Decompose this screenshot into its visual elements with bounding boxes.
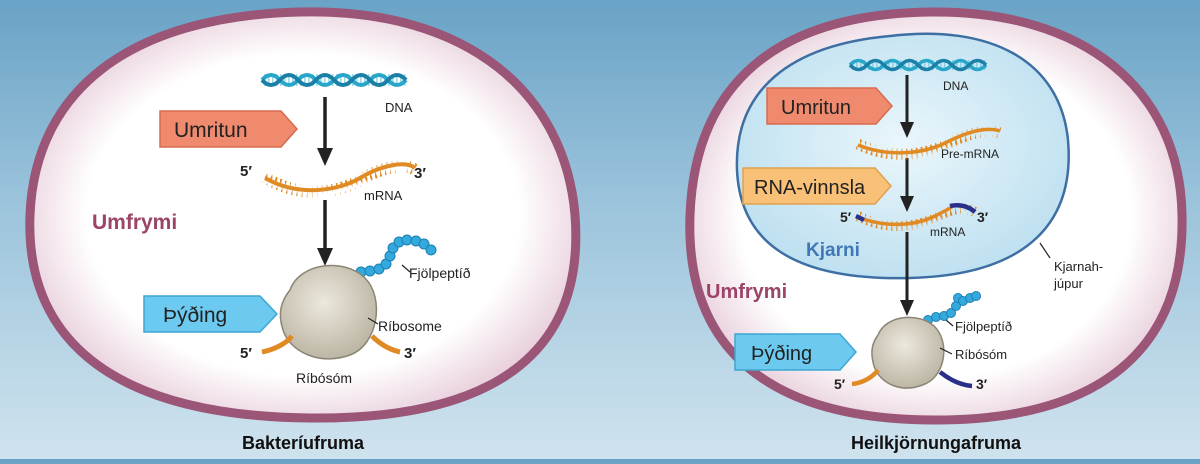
transcription-label: Umritun: [174, 119, 248, 142]
leader-line: [367, 317, 379, 325]
arrowhead-icon: [317, 148, 333, 166]
mrna-ribosome-right-icon: [938, 370, 973, 389]
three-prime-bottom-label: 3′: [976, 376, 988, 392]
mrna-ribosome-right-icon: [370, 334, 401, 355]
translation-label: Þýðing: [751, 343, 812, 365]
pre-mrna-strand-icon: [855, 125, 1002, 160]
eukaryotic-cell: Kjarni Kjarnah- júpur DNA Umritun Pre-mR…: [685, 7, 1187, 453]
three-prime-label: 3′: [414, 165, 426, 182]
bacterial-cell: DNA Umritun 5′ 3′ mRNA Umfrymi Fjölpeptí…: [25, 7, 581, 453]
ribosome-label: Ríbosome: [378, 318, 442, 334]
leader-line: [401, 264, 411, 273]
five-prime-bottom-label: 5′: [240, 345, 252, 362]
ribosome-icon: [279, 264, 378, 360]
mrna-strand-icon: [261, 160, 419, 198]
cytoplasm-label: Umfrymi: [92, 211, 177, 234]
transcription-label: Umritun: [781, 97, 851, 119]
arrowhead-icon: [900, 122, 914, 138]
nuclear-envelope-label-line2: júpur: [1053, 276, 1084, 291]
translation-label: Þýðing: [163, 304, 227, 327]
transcription-tag: Umritun: [766, 87, 894, 125]
polypeptide-label: Fjölpeptíð: [955, 319, 1012, 334]
ribosome-bottom-label: Ríbósóm: [296, 370, 352, 386]
eukaryotic-cell-caption: Heilkjörnungafruma: [851, 433, 1022, 453]
mrna-label: mRNA: [364, 188, 403, 203]
ribosome-icon: [871, 316, 945, 389]
five-prime-bottom-label: 5′: [834, 376, 846, 392]
dna-label: DNA: [385, 100, 413, 115]
leader-line: [1039, 242, 1051, 259]
three-prime-bottom-label: 3′: [404, 345, 416, 362]
nuclear-envelope-label-line1: Kjarnah-: [1054, 259, 1103, 274]
dna-helix-icon: [848, 58, 988, 72]
dna-helix-icon: [260, 73, 408, 87]
dna-label: DNA: [943, 79, 968, 93]
polypeptide-label: Fjölpeptíð: [409, 265, 471, 281]
nucleus-label: Kjarni: [806, 240, 860, 261]
translation-tag: Þýðing: [143, 295, 279, 333]
rna-processing-label: RNA-vinnsla: [754, 177, 866, 199]
arrowhead-icon: [900, 196, 914, 212]
mrna-ribosome-left-icon: [261, 334, 294, 355]
mrna-ribosome-left-icon: [851, 368, 880, 387]
transcription-tag: Umritun: [159, 110, 299, 148]
leader-line: [945, 319, 954, 327]
arrowhead-icon: [317, 248, 333, 266]
pre-mrna-label: Pre-mRNA: [941, 147, 999, 161]
rna-processing-tag: RNA-vinnsla: [742, 167, 893, 205]
five-prime-label: 5′: [840, 209, 852, 225]
translation-tag: Þýðing: [734, 333, 858, 371]
mature-mrna-strand-icon: [854, 203, 977, 231]
five-prime-label: 5′: [240, 163, 252, 180]
ribosome-label: Ríbósóm: [955, 347, 1007, 362]
cytoplasm-label: Umfrymi: [706, 281, 787, 303]
mrna-label: mRNA: [930, 225, 965, 239]
arrowhead-icon: [900, 300, 914, 316]
three-prime-label: 3′: [977, 209, 989, 225]
bacterial-cell-caption: Bakteríufruma: [242, 433, 365, 453]
leader-line: [939, 347, 953, 355]
